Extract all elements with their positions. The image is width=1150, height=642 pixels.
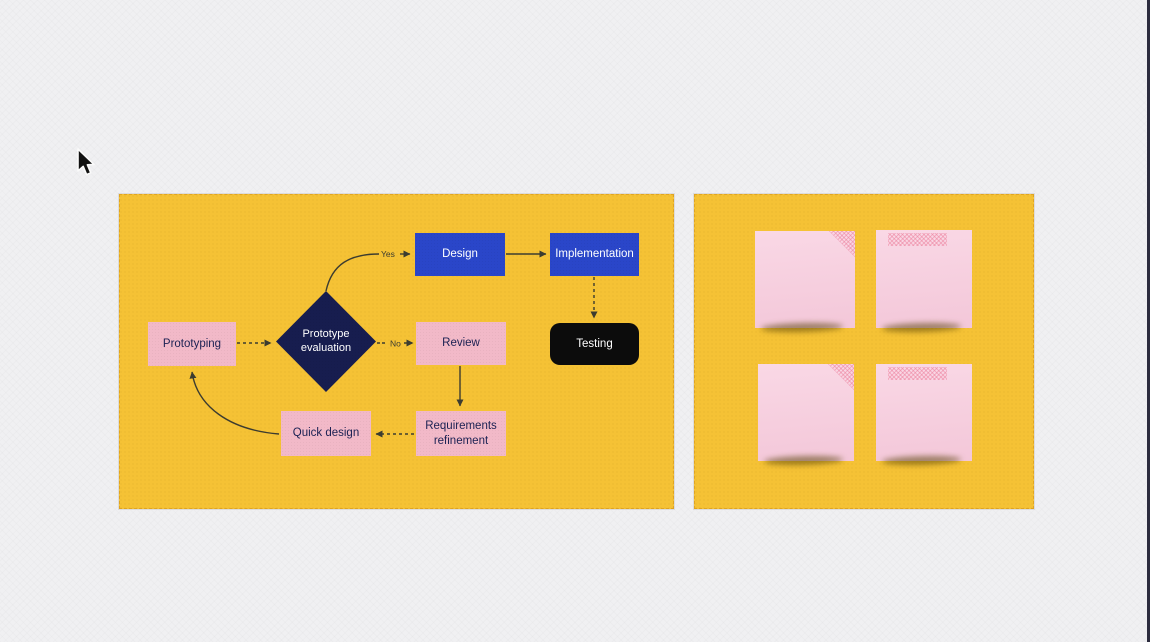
edge-evaluation-design[interactable]: Yes xyxy=(325,249,411,292)
sticky-shadow xyxy=(763,454,843,467)
sticky-shadow xyxy=(881,454,961,467)
sticky-fold-strip xyxy=(887,233,948,246)
mouse-cursor-icon xyxy=(77,148,95,176)
flowchart-node-prototype-evaluation[interactable]: Prototype evaluation xyxy=(276,291,376,392)
flowchart-node-requirements-refinement[interactable]: Requirements refinement xyxy=(416,411,506,456)
sticky-fold-corner xyxy=(828,364,854,390)
node-label: Prototyping xyxy=(162,337,222,350)
edge-label-no: No xyxy=(390,339,401,349)
flowchart-node-design[interactable]: Design xyxy=(415,233,505,276)
flowchart-frame[interactable]: Yes No Prototyping xyxy=(118,193,675,510)
sticky-fold-strip xyxy=(887,367,948,380)
sticky-notes-frame[interactable] xyxy=(693,193,1035,510)
sticky-shadow xyxy=(760,321,844,334)
node-label: Implementation xyxy=(555,248,634,261)
node-label: Quick design xyxy=(292,427,360,440)
edge-evaluation-review[interactable]: No xyxy=(377,339,414,349)
sticky-shadow xyxy=(881,321,961,334)
node-label: Requirements refinement xyxy=(425,420,497,447)
node-label: Testing xyxy=(576,337,613,350)
flowchart-node-quick-design[interactable]: Quick design xyxy=(281,411,371,456)
flowchart-node-prototyping[interactable]: Prototyping xyxy=(148,322,236,366)
sticky-note[interactable] xyxy=(755,231,855,334)
node-label: Review xyxy=(442,337,480,350)
edge-quickdesign-prototyping[interactable] xyxy=(189,371,280,435)
flowchart-node-implementation[interactable]: Implementation xyxy=(550,233,639,276)
sticky-fold-corner xyxy=(829,231,855,257)
flowchart-node-testing[interactable]: Testing xyxy=(550,323,639,365)
window-right-edge xyxy=(1147,0,1150,642)
sticky-note[interactable] xyxy=(876,364,972,467)
sticky-note[interactable] xyxy=(876,230,972,334)
node-label: Prototype evaluation xyxy=(300,327,352,354)
flowchart-node-review[interactable]: Review xyxy=(416,322,506,365)
edge-label-yes: Yes xyxy=(381,249,395,259)
node-label: Design xyxy=(442,248,478,261)
sticky-note[interactable] xyxy=(758,364,854,467)
